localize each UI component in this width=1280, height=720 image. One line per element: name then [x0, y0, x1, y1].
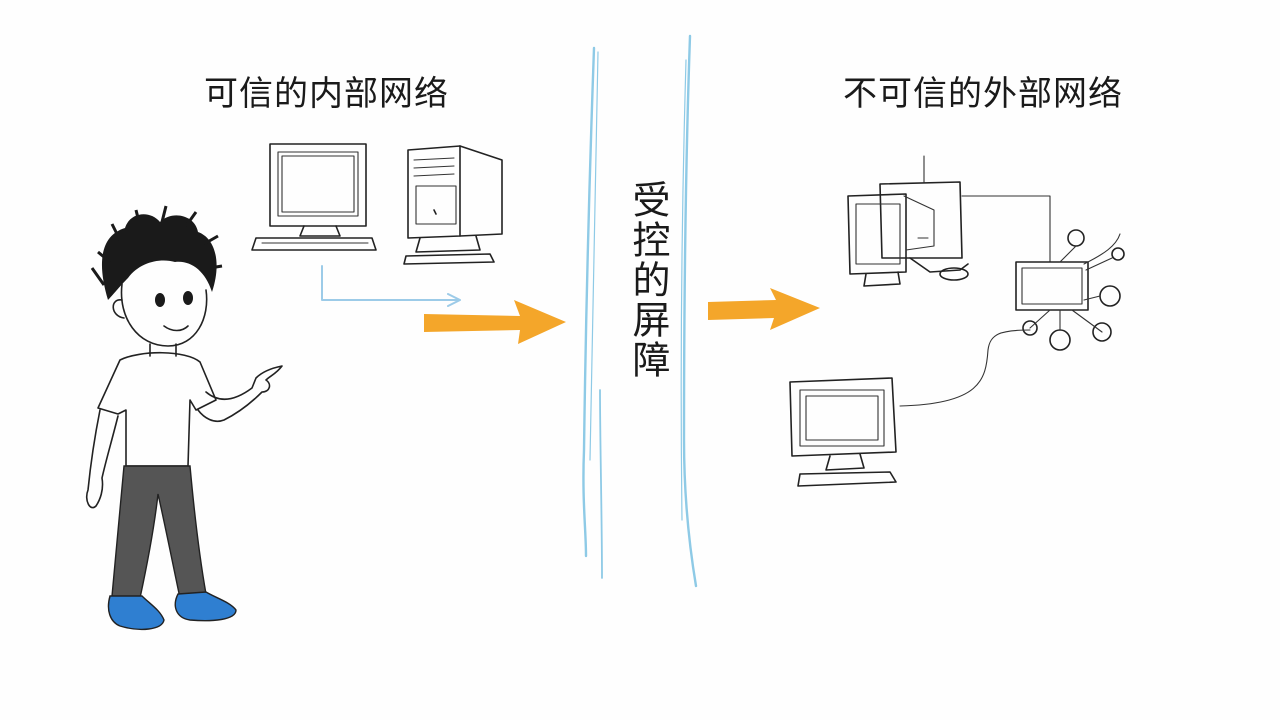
boy-arm-left	[85, 409, 119, 509]
external-hub-monitor	[961, 195, 1125, 351]
boy-shoe-right	[174, 591, 237, 622]
internal-network-title: 可信的内部网络	[204, 74, 449, 114]
external-computer-group	[847, 155, 969, 287]
boy-eye-left	[155, 293, 165, 307]
boy-shirt	[97, 351, 217, 467]
external-computer-monitor	[789, 329, 1031, 487]
external-network-title: 不可信的外部网络	[843, 74, 1123, 114]
internal-computer-monitor	[251, 143, 377, 251]
barrier-label: 受控的屏障	[626, 180, 670, 380]
boy-shoe-left	[107, 595, 165, 631]
inbound-arrow	[708, 288, 820, 330]
boy-pants	[111, 465, 207, 599]
boy-arm-right	[197, 365, 283, 423]
internal-computer-tower	[403, 145, 503, 265]
boy-face	[120, 283, 208, 347]
connector-line	[321, 265, 461, 307]
boy-figure	[85, 205, 283, 631]
boy-mouth	[163, 325, 189, 332]
boy-ear	[112, 299, 125, 319]
outbound-arrow	[424, 300, 566, 344]
boy-hair	[90, 205, 223, 300]
boy-eye-right	[183, 291, 193, 305]
barrier	[582, 34, 698, 588]
